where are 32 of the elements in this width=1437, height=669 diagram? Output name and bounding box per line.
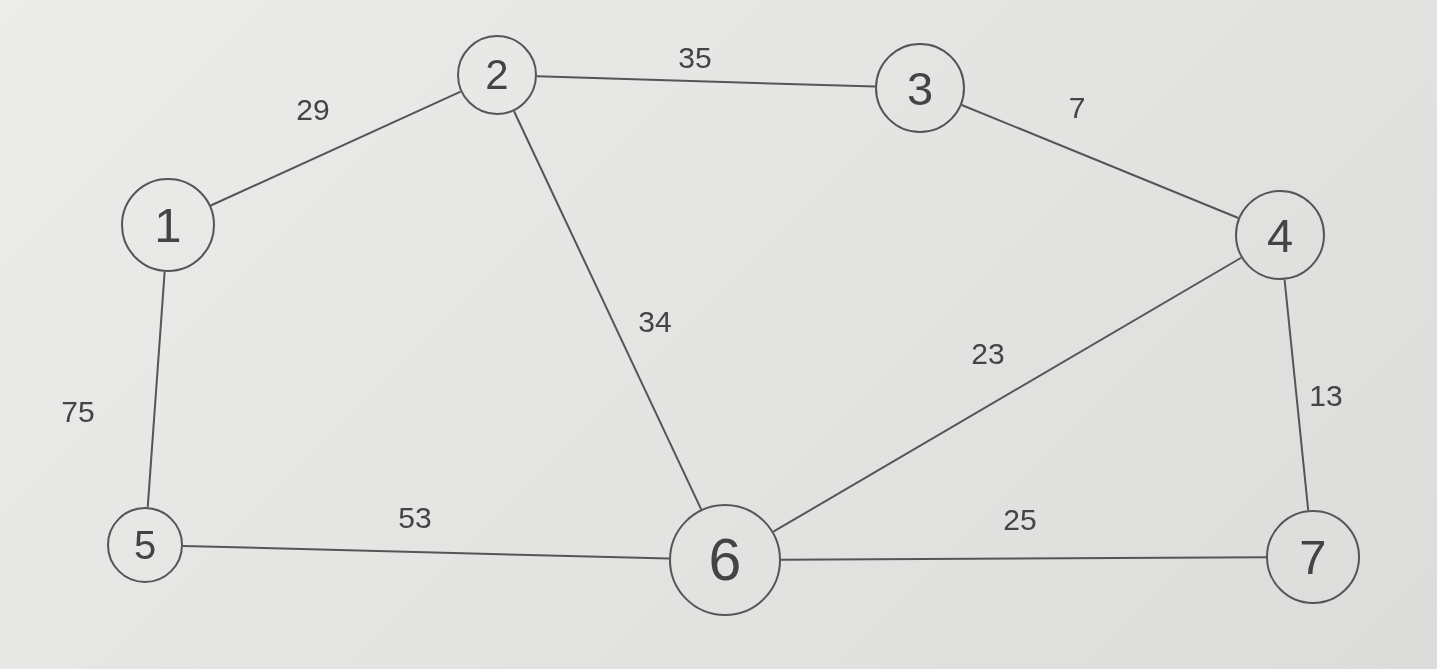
node-circle (669, 504, 781, 616)
node-circle (1235, 190, 1325, 280)
edge-label: 23 (971, 337, 1005, 371)
edge-line (146, 270, 166, 509)
node-number: 6 (708, 526, 742, 594)
node-number: 2 (485, 51, 509, 99)
node-number: 7 (1299, 529, 1327, 585)
edge-label: 13 (1309, 379, 1343, 413)
edge-label: 35 (678, 41, 712, 75)
node-number: 5 (133, 522, 157, 568)
edge-label: 7 (1068, 91, 1086, 125)
edge-line (780, 556, 1267, 561)
edge-line (182, 545, 670, 560)
edge-line (513, 110, 703, 511)
edge-line (960, 104, 1240, 219)
node-circle (121, 178, 215, 272)
edge-line (1283, 278, 1310, 512)
node-number: 1 (154, 197, 182, 253)
edge-line (536, 75, 876, 88)
node-number: 4 (1266, 207, 1294, 263)
edge-line (209, 90, 462, 207)
node-circle (875, 43, 965, 133)
node-circle (107, 507, 183, 583)
edge-line (772, 256, 1243, 533)
node-circle (457, 35, 537, 115)
edge-label: 29 (296, 93, 330, 127)
edge-label: 25 (1003, 503, 1037, 537)
edge-label: 34 (638, 305, 672, 339)
edge-label: 75 (61, 395, 95, 429)
edge-label: 53 (398, 501, 432, 535)
node-circle (1266, 510, 1360, 604)
node-number: 3 (906, 60, 934, 116)
